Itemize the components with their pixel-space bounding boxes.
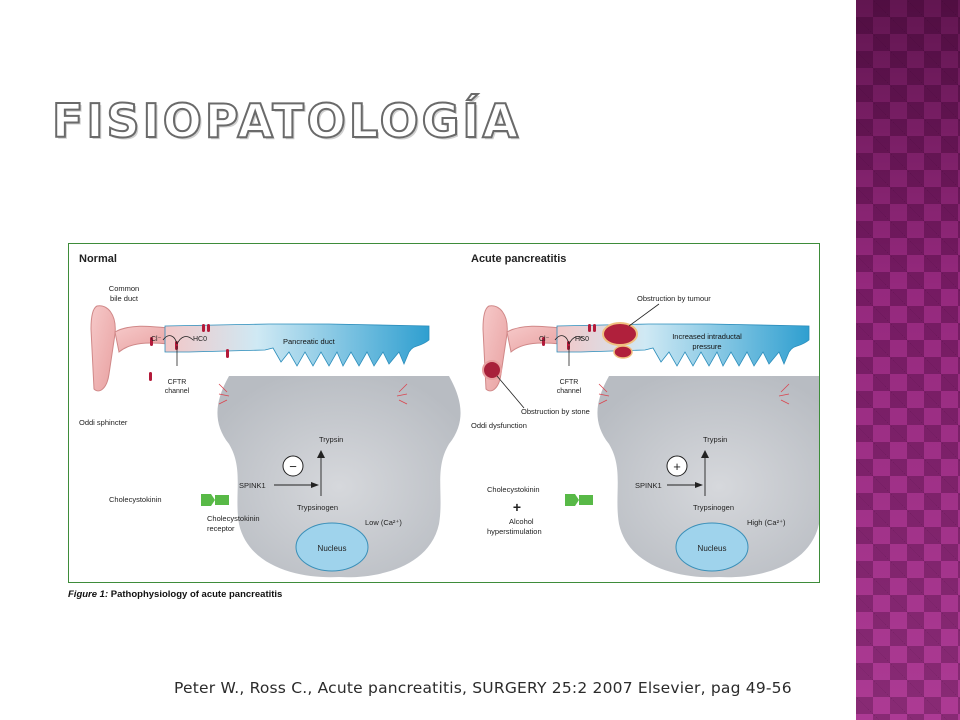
nucleus — [295, 522, 369, 572]
alcohol-label-2: hyperstimulation — [487, 527, 542, 536]
cftr-acute-label-1: CFTR — [560, 379, 579, 386]
spink1-label: SPINK1 — [239, 481, 266, 490]
spink1-acute-label: SPINK1 — [635, 481, 662, 490]
hco3-label-acute: HC0 — [575, 336, 589, 343]
pressure-label-2: pressure — [692, 342, 721, 351]
cholecystokinin-arrow — [201, 494, 215, 506]
caption-text: Pathophysiology of acute pancreatitis — [110, 589, 283, 600]
cholecystokinin-receptor-acute — [579, 495, 593, 505]
acinar-cell — [217, 376, 461, 578]
normal-heading: Normal — [79, 253, 117, 265]
trypsinogen-label: Trypsinogen — [297, 503, 338, 512]
cftr-acute-label-2: channel — [557, 388, 582, 395]
acute-heading: Acute pancreatitis — [471, 253, 566, 265]
citation: Peter W., Ross C., Acute pancreatitis, S… — [174, 679, 792, 697]
oddi-dysfunction-label: Oddi dysfunction — [471, 421, 527, 430]
cftr-label-2: channel — [165, 388, 190, 395]
cl-label: Cl⁻ — [151, 336, 162, 343]
common-bile-duct-label-2: bile duct — [110, 294, 139, 303]
trypsinogen-acute-label: Trypsinogen — [693, 503, 734, 512]
nucleus-acute — [675, 522, 749, 572]
nucleus-label: Nucleus — [318, 544, 347, 553]
inhibition-sign — [282, 455, 304, 477]
normal-panel: Normal Nucleus Cl⁻ HC0 — [79, 253, 461, 578]
common-bile-duct-label-1: Common — [109, 284, 139, 293]
acinar-cell-acute — [597, 376, 819, 578]
trypsin-acute-label: Trypsin — [703, 435, 727, 444]
cholecystokinin-receptor — [215, 495, 229, 505]
figure-caption: Figure 1: Pathophysiology of acute pancr… — [68, 589, 282, 600]
slide-title: Fisiopatología — [51, 93, 522, 149]
hco3-label: HC0 — [193, 336, 207, 343]
pancreatic-duct — [164, 323, 430, 367]
receptor-label-1: Cholecystokinin — [207, 514, 260, 523]
stone-obstruction — [482, 360, 502, 380]
cftr-label-1: CFTR — [168, 379, 187, 386]
cholecystokinin-arrow-acute — [565, 494, 579, 506]
obstruction-tumour-label: Obstruction by tumour — [637, 294, 711, 303]
decorative-side-panel — [856, 0, 960, 720]
calcium-acute-label: High (Ca²⁺) — [747, 518, 786, 527]
figure-illustration: Normal Nucleus Cl⁻ HC0 — [79, 253, 819, 578]
pancreatic-duct-label: Pancreatic duct — [283, 337, 336, 346]
plus-sign: + — [513, 499, 521, 515]
svg-text:−: − — [289, 459, 297, 474]
pressure-label-1: Increased intraductal — [672, 332, 742, 341]
trypsin-label: Trypsin — [319, 435, 343, 444]
obstruction-stone-label: Obstruction by stone — [521, 407, 590, 416]
nucleus-acute-label: Nucleus — [698, 544, 727, 553]
common-bile-duct — [90, 305, 116, 392]
receptor-label-2: receptor — [207, 524, 235, 533]
acute-panel: Acute pancreatitis Nucleus Cl⁻ HC0 Obstr… — [471, 253, 819, 578]
cholecystokinin-label: Cholecystokinin — [109, 495, 162, 504]
caption-label: Figure 1: — [68, 589, 109, 600]
svg-text:+: + — [673, 459, 681, 474]
oddi-label: Oddi sphincter — [79, 418, 128, 427]
cl-label-acute: Cl⁻ — [539, 336, 550, 343]
activation-sign — [666, 455, 688, 477]
inflammation-spikes — [218, 383, 408, 405]
pathophysiology-figure: Normal Nucleus Cl⁻ HC0 — [68, 243, 820, 583]
alcohol-label-1: Alcohol — [509, 517, 534, 526]
inflammation-spikes-acute — [598, 383, 790, 405]
tumour-obstruction — [602, 322, 638, 346]
cholecystokinin-acute-label: Cholecystokinin — [487, 485, 540, 494]
calcium-label: Low (Ca²⁺) — [365, 518, 402, 527]
